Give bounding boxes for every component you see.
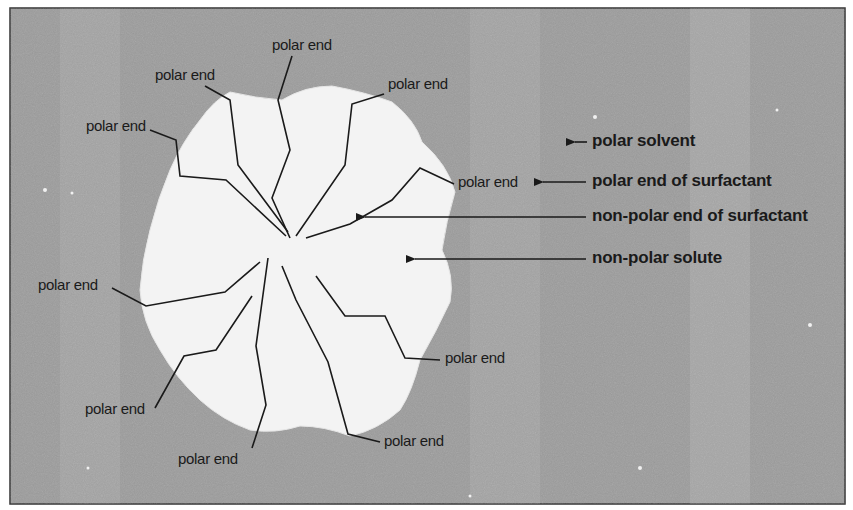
solvent-ground bbox=[10, 8, 845, 504]
polar-end-label: polar end bbox=[85, 400, 145, 417]
callout-label: polar end of surfactant bbox=[592, 171, 772, 191]
pointer-arrows bbox=[365, 142, 587, 259]
non-polar-solute-blob bbox=[140, 86, 455, 436]
polar-end-label: polar end bbox=[445, 349, 505, 366]
polar-end-label: polar end bbox=[38, 276, 98, 293]
grain bbox=[10, 8, 845, 504]
polar-end-label: polar end bbox=[388, 75, 448, 92]
callout-label: non-polar end of surfactant bbox=[592, 206, 808, 226]
band bbox=[470, 8, 540, 504]
polar-end-label: polar end bbox=[86, 117, 146, 134]
surfactant-chains bbox=[112, 56, 454, 448]
callout-label: non-polar solute bbox=[592, 248, 722, 268]
polar-end-label: polar end bbox=[384, 432, 444, 449]
polar-end-label: polar end bbox=[272, 36, 332, 53]
polar-end-label: polar end bbox=[178, 450, 238, 467]
polar-end-label: polar end bbox=[155, 66, 215, 83]
callout-label: polar solvent bbox=[592, 131, 695, 151]
band bbox=[60, 8, 120, 504]
polar-end-label: polar end bbox=[458, 173, 518, 190]
